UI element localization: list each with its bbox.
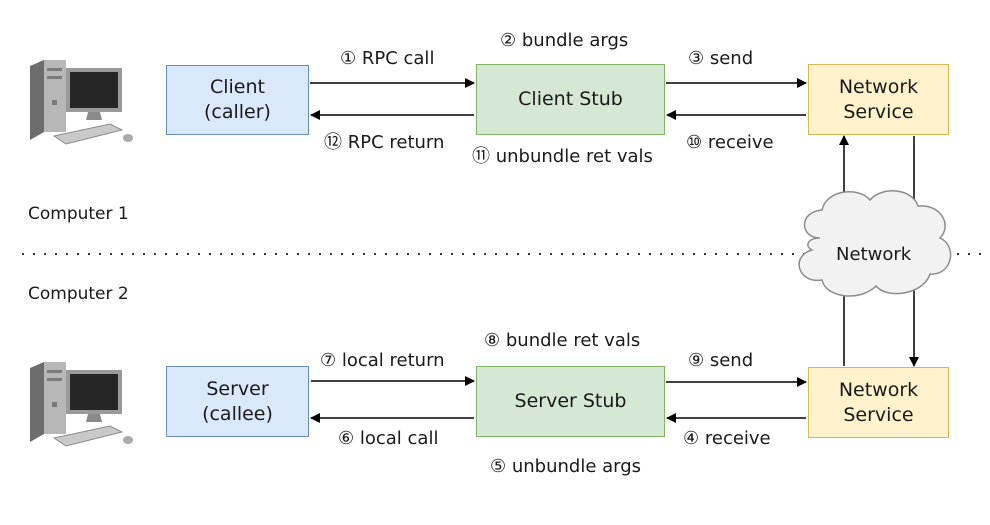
label-receive-top: ⑩ receive [686, 132, 774, 153]
server-stub-label: Server Stub [514, 390, 627, 412]
client-line-2: (caller) [204, 101, 271, 123]
label-bundle-args: ② bundle args [500, 30, 629, 51]
label-rpc-call: ① RPC call [340, 48, 435, 69]
client-stub-box: Client Stub [476, 64, 665, 135]
server-line-2: (callee) [202, 402, 273, 425]
desktop-computer-icon [30, 362, 133, 447]
ns-bottom-line-1: Network [838, 378, 919, 401]
network-service-top-box: Network Service [808, 64, 949, 135]
label-send-bottom: ⑨ send [688, 350, 754, 371]
label-send-top: ③ send [688, 48, 754, 69]
label-unbundle-args: ⑤ unbundle args [490, 456, 642, 477]
client-line-1: Client [209, 76, 265, 98]
desktop-computer-icon [30, 60, 133, 145]
cloud-label: Network [836, 244, 912, 265]
label-receive-bottom: ④ receive [683, 428, 771, 449]
ns-bottom-line-2: Service [843, 403, 914, 426]
network-service-bottom-box: Network Service [808, 367, 949, 438]
client-stub-label: Client Stub [518, 88, 623, 110]
label-local-return: ⑦ local return [320, 350, 445, 371]
server-stub-box: Server Stub [476, 366, 665, 437]
label-rpc-return: ⑫ RPC return [324, 132, 445, 153]
label-local-call: ⑥ local call [338, 428, 439, 449]
label-bundle-ret-vals: ⑧ bundle ret vals [484, 330, 641, 351]
label-unbundle-ret-vals: ⑪ unbundle ret vals [472, 146, 653, 167]
computer-2-label: Computer 2 [28, 284, 129, 304]
computer-1-label: Computer 1 [28, 204, 129, 224]
server-line-1: Server [206, 377, 269, 400]
ns-top-line-2: Service [843, 100, 914, 123]
cloud-icon [798, 190, 952, 297]
client-box: Client (caller) [166, 65, 309, 135]
server-box: Server (callee) [166, 366, 309, 437]
ns-top-line-1: Network [838, 75, 919, 98]
